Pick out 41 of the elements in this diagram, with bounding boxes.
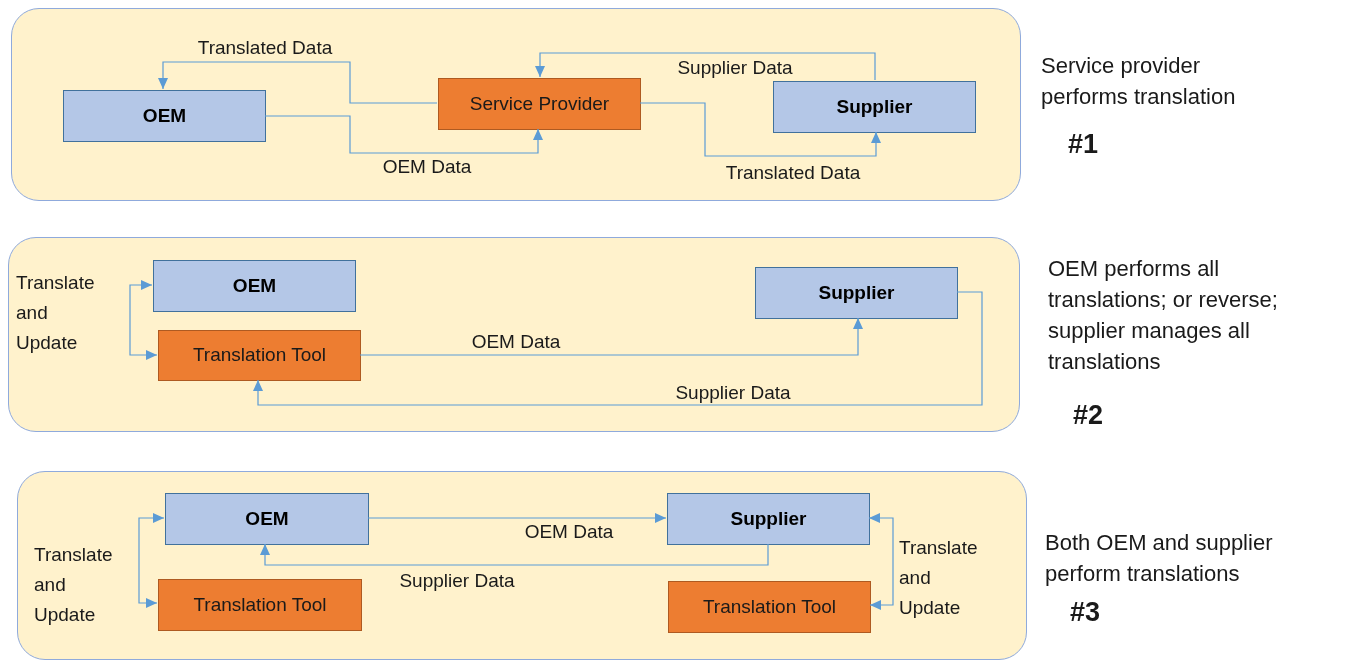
scenario-number: #1 bbox=[1068, 128, 1100, 161]
entity-box: OEM bbox=[63, 90, 266, 142]
arrow bbox=[260, 543, 769, 566]
entity-box: Supplier bbox=[773, 81, 976, 133]
edge-label: Supplier Data bbox=[399, 569, 515, 593]
process-box: Translation Tool bbox=[158, 330, 361, 381]
scenario-number: #2 bbox=[1073, 399, 1105, 432]
arrow bbox=[253, 291, 983, 406]
scenario-panel bbox=[11, 8, 1021, 201]
edge-label: Translated Data bbox=[197, 36, 333, 60]
arrow bbox=[129, 280, 158, 360]
scenario-number: #3 bbox=[1070, 596, 1102, 629]
arrow bbox=[158, 61, 438, 104]
arrow bbox=[868, 513, 894, 610]
entity-box: OEM bbox=[153, 260, 356, 312]
scenario-panel bbox=[8, 237, 1020, 432]
arrow bbox=[639, 102, 881, 157]
scenario-description: Service provider performs translation bbox=[1041, 52, 1237, 111]
edge-label: Translate and Update bbox=[899, 536, 979, 620]
process-box: Translation Tool bbox=[158, 579, 362, 631]
edge-label: Translate and Update bbox=[34, 543, 114, 627]
scenario-description: Both OEM and supplier perform translations bbox=[1045, 529, 1274, 588]
arrow bbox=[264, 115, 543, 154]
entity-box: OEM bbox=[165, 493, 369, 545]
arrow bbox=[138, 513, 165, 608]
edge-label: Supplier Data bbox=[677, 56, 793, 80]
edge-label: Translate and Update bbox=[16, 271, 96, 355]
scenario-panel bbox=[17, 471, 1027, 660]
arrow bbox=[367, 513, 667, 523]
arrow bbox=[535, 52, 876, 81]
process-box: Service Provider bbox=[438, 78, 641, 130]
edge-label: Translated Data bbox=[725, 161, 861, 185]
process-box: Translation Tool bbox=[668, 581, 871, 633]
entity-box: Supplier bbox=[667, 493, 870, 545]
arrow bbox=[359, 317, 863, 356]
edge-label: OEM Data bbox=[524, 520, 614, 544]
edge-label: OEM Data bbox=[471, 330, 561, 354]
edge-label: OEM Data bbox=[382, 155, 472, 179]
edge-label: Supplier Data bbox=[675, 381, 791, 405]
entity-box: Supplier bbox=[755, 267, 958, 319]
scenario-description: OEM performs all translations; or reverse; supplier manages all translations bbox=[1048, 255, 1279, 376]
